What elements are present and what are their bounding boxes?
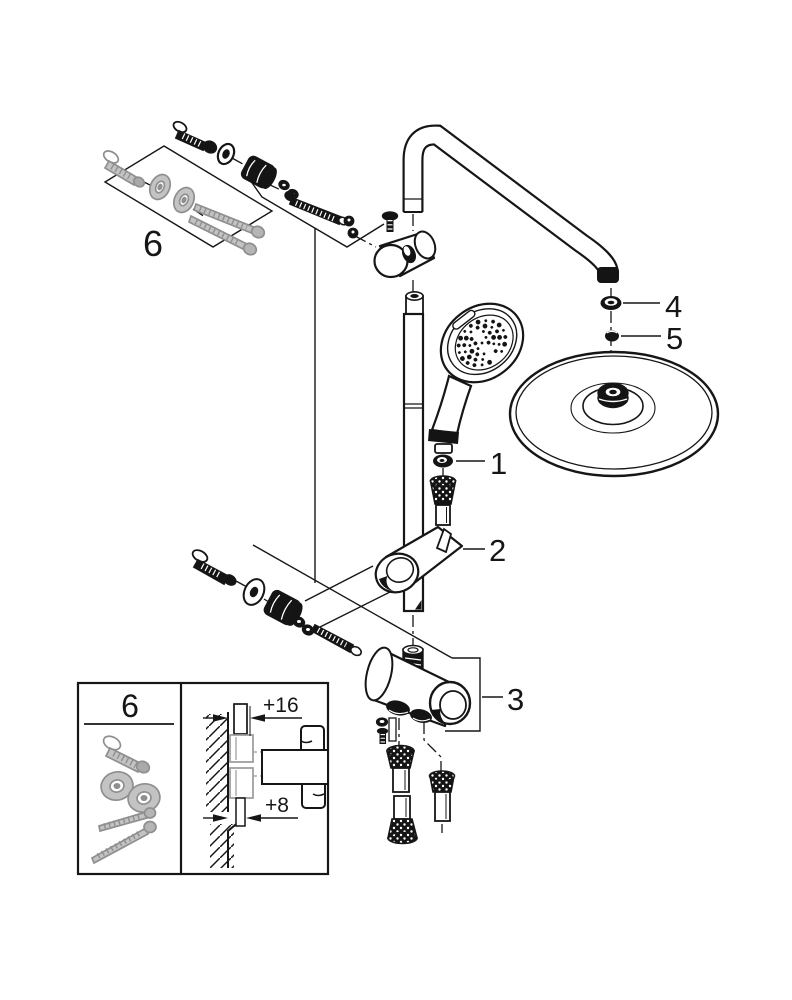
hose-right <box>428 770 456 822</box>
handle-band <box>428 429 459 444</box>
callout-labels: 1 2 3 4 5 6 6 +16 +8 <box>121 223 683 817</box>
lower-group-leader <box>252 544 453 659</box>
diverter-part3 <box>364 644 472 744</box>
callout-1-label: 1 <box>490 446 507 481</box>
callout-5-label: 5 <box>666 321 683 356</box>
holder-hook-notch <box>435 527 453 554</box>
hose-left <box>385 744 419 845</box>
callout-4-label: 4 <box>665 289 682 324</box>
hand-shower-handle <box>430 374 473 436</box>
o-ring-part4 <box>600 296 622 310</box>
hand-shower <box>428 302 525 454</box>
dim-plus8 <box>203 814 298 822</box>
callout-6-label: 6 <box>143 223 163 264</box>
inset-dim-bottom: +8 <box>265 794 289 817</box>
installation-inset <box>76 681 330 876</box>
gasket-part5 <box>605 330 619 342</box>
inset-wall-section <box>206 703 329 868</box>
check-valve-part1 <box>433 454 453 468</box>
inset-heading: 6 <box>121 688 139 724</box>
callout-3-label: 3 <box>507 682 524 717</box>
glide-holder-part2 <box>374 525 464 594</box>
shower-hoses <box>385 744 456 845</box>
fixing-set-grey-top <box>102 150 266 256</box>
hose-connector-nut <box>429 475 457 526</box>
inset-fixing-parts <box>90 735 161 865</box>
inset-dim-top: +16 <box>263 694 299 717</box>
fixing-set-black-top <box>172 120 359 239</box>
fixing-set-black-bracket <box>249 179 385 248</box>
rail-wall-bracket <box>373 211 437 279</box>
fixing-set-lower <box>191 549 363 657</box>
dim-plus16 <box>203 706 302 736</box>
diverter-callout-bracket <box>445 657 481 732</box>
shower-arm <box>402 124 619 283</box>
head-shower <box>508 350 720 478</box>
diverter-screw <box>375 717 397 744</box>
callout-2-label: 2 <box>489 533 506 568</box>
shower-rail <box>402 290 425 613</box>
arm-end-sleeve <box>597 267 619 283</box>
callout-leader-lines <box>103 145 661 732</box>
head-shower-connector <box>597 382 629 409</box>
spray-dots <box>456 319 508 368</box>
wall-holder-insert <box>240 155 277 189</box>
rail-tube <box>402 312 425 613</box>
